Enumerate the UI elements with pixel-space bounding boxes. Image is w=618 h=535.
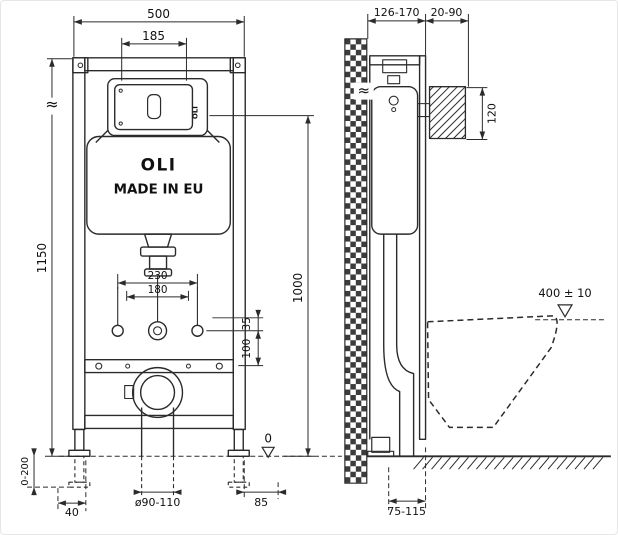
dim-overall-height: 1150 [35,243,49,273]
floor-hatch [413,456,604,470]
dim-fixing-outer: 230 [148,270,168,282]
brand-logo: OLI [141,154,177,174]
tank-neck [143,233,173,248]
front-view [68,57,250,498]
frame-right-rail [232,57,246,431]
frame-left-leg [74,428,85,452]
made-in-label: MADE IN EU [114,182,204,197]
toilet-bowl-outline [426,315,558,429]
flush-plate-window [107,78,209,137]
flush-bend-inner [395,234,415,457]
dim-offset-35: 35 [241,317,253,330]
fixing-hole-left [111,324,124,337]
dim-leg-adjustment: 0-200 [20,457,31,486]
frame-right-leg [233,428,244,452]
dim-overall-width: 500 [147,7,170,21]
dim-outlet-offset: 75-115 [387,505,426,518]
wall-outline [344,38,368,484]
approx-symbol-front: ≈ [45,95,58,114]
left-foot-plate [68,449,91,457]
plate-brand-label: OLI [191,106,199,119]
flush-plate [114,83,194,131]
leg-extension-dashed [68,455,250,498]
dim-fixing-inner: 180 [148,284,168,296]
drain-socket-inner [139,374,176,411]
dim-bowl-height: 400 ± 10 [538,286,591,300]
frame-top-crossbar [84,57,234,72]
dim-offset-100: 100 [241,339,253,359]
flush-button-slot [147,94,162,120]
frame-left-rail [72,57,86,431]
fill-valve [388,95,399,106]
water-inlet-hatch [429,86,466,139]
frame-rail-side [418,55,427,441]
break-symbol-halo [353,82,374,100]
corner-gusset-right [229,57,246,74]
dim-foot-offset: 40 [65,506,79,519]
dim-front-depth: 20-90 [431,6,463,19]
dim-right-offset: 85 [254,496,268,509]
dim-inlet-height: 120 [485,103,498,124]
approx-symbol-side: ≈ [358,82,371,100]
flush-bend-outer [383,234,401,457]
cistern-side [371,85,419,235]
wall-section-hatch [344,38,367,483]
dim-plate-height: 1000 [291,273,305,303]
dim-frame-depth: 126-170 [374,6,420,19]
drain-socket-outer [131,366,184,419]
dim-plate-width: 185 [142,29,165,43]
corner-gusset-left [72,57,89,74]
frame-bottom-crossbar [84,414,234,430]
dim-zero-level: 0 [264,431,272,445]
side-view [344,38,611,484]
dim-drain-diameter: ø90-110 [135,496,180,509]
fixing-hole-right [191,324,204,337]
right-foot-plate [227,449,250,457]
inlet-connector [147,321,168,341]
side-foot [371,436,391,453]
dimension-annotations: 500 185 1150 ≈1000 230 180 35 100 0-200 40 ø90-110… [20,6,605,519]
frame-mid-crossbar [84,358,234,374]
front-view-labels: OLI MADE IN EU OLI [114,106,204,197]
